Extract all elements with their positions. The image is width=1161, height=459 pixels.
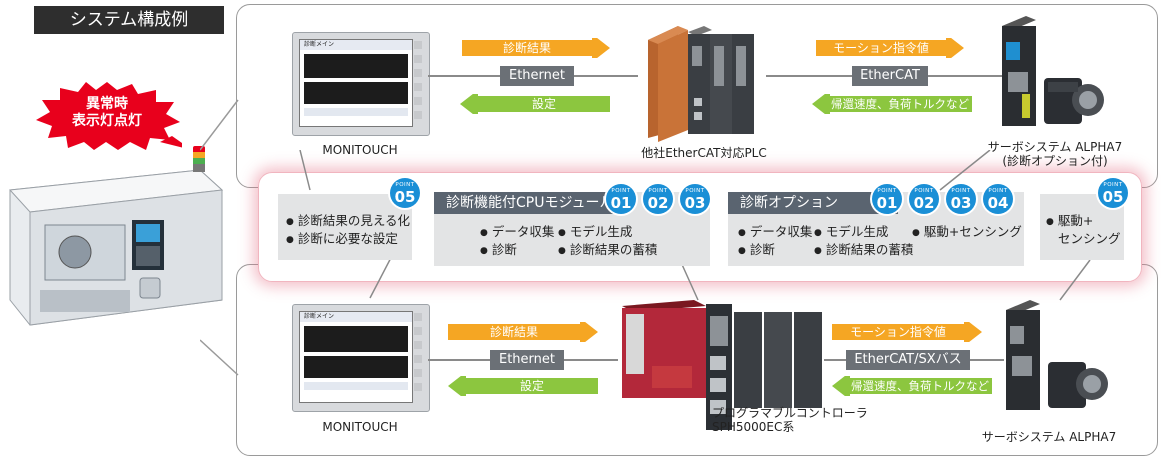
- bus-ethercat-sx-bottom: EtherCAT/SXバス: [846, 350, 970, 370]
- point-badge-option-03: POINT 03: [946, 184, 976, 214]
- point-caption: POINT: [877, 188, 897, 194]
- arrow-motion-cmd-bottom: モーション指令値: [832, 322, 982, 342]
- point-caption: POINT: [951, 188, 971, 194]
- point-caption: POINT: [914, 188, 934, 194]
- option-feature-item: 診断結果の蓄積: [814, 241, 914, 260]
- cpu-feature-item: 診断結果の蓄積: [558, 241, 658, 260]
- point-caption: POINT: [611, 188, 631, 194]
- point-badge-option-02: POINT 02: [909, 184, 939, 214]
- option-feature-item: モデル生成: [814, 223, 889, 242]
- signal-tower-icon: [193, 146, 205, 172]
- point-number: 01: [876, 194, 898, 212]
- bus-ethernet-bottom: Ethernet: [490, 350, 564, 370]
- point-caption: POINT: [1103, 182, 1123, 188]
- hmi-feature-item: 診断に必要な設定: [286, 230, 398, 249]
- arrow-motion-cmd-bottom-label: モーション指令値: [850, 325, 946, 339]
- servo-label-top-line2: (診断オプション付): [1002, 154, 1108, 168]
- arrow-diag-result-bottom: 診断結果: [448, 322, 598, 342]
- option-feature-item: データ収集: [738, 223, 813, 242]
- point-number: 03: [684, 194, 706, 212]
- hmi-label-bottom: MONITOUCH: [322, 420, 398, 434]
- plc-label-top: 他社EtherCAT対応PLC: [641, 146, 767, 160]
- arrow-diag-result-top-label: 診断結果: [502, 41, 551, 55]
- point-badge-drive: POINT 05: [1098, 178, 1128, 208]
- plc-label-bottom-line1: プログラマブルコントローラ: [712, 406, 868, 420]
- drive-feature-item: 駆動+: [1046, 212, 1093, 231]
- option-feature-item: 駆動+センシング: [912, 223, 1022, 242]
- servo-device-bottom: [1000, 296, 1110, 416]
- bus-ethernet-top: Ethernet: [500, 66, 574, 86]
- point-badge-option-01: POINT 01: [872, 184, 902, 214]
- arrow-setting-bottom: 設定: [448, 376, 598, 396]
- point-number: 01: [610, 194, 632, 212]
- cpu-feature-item: データ収集: [480, 223, 555, 242]
- arrow-diag-result-bottom-label: 診断結果: [489, 325, 538, 339]
- point-number: 05: [1102, 188, 1124, 206]
- arrow-feedback-top: 帰還速度、負荷トルクなど: [812, 94, 972, 114]
- plc-device-bottom: [612, 296, 824, 432]
- point-number: 03: [950, 194, 972, 212]
- plc-label-bottom: プログラマブルコントローラ SPH5000EC系: [712, 406, 892, 434]
- servo-device-top: [996, 12, 1106, 132]
- hmi-screen-title: 診断メイン: [300, 312, 412, 322]
- diag-option-header: 診断オプション: [728, 192, 898, 214]
- arrow-motion-cmd-top-label: モーション指令値: [833, 41, 929, 55]
- hmi-device-top: 診断メイン: [292, 32, 430, 136]
- option-feature-item: 診断: [738, 241, 775, 260]
- bus-ethercat-top: EtherCAT: [852, 66, 928, 86]
- cpu-feature-item: 診断: [480, 241, 517, 260]
- machine-connector-lines: [200, 99, 239, 376]
- point-number: 05: [394, 188, 416, 206]
- plc-device-top: [636, 18, 766, 142]
- arrow-setting-top-label: 設定: [531, 97, 556, 111]
- plc-label-bottom-line2: SPH5000EC系: [712, 420, 795, 434]
- point-badge-cpu-02: POINT 02: [643, 184, 673, 214]
- hmi-feature-item: 診断結果の見える化: [286, 212, 410, 231]
- machine-tool-illustration: [0, 150, 230, 330]
- point-caption: POINT: [685, 188, 705, 194]
- alarm-callout-line1: 異常時: [86, 96, 128, 112]
- point-number: 02: [913, 194, 935, 212]
- point-caption: POINT: [648, 188, 668, 194]
- point-badge-hmi: POINT 05: [390, 178, 420, 208]
- arrow-setting-top: 設定: [460, 94, 610, 114]
- servo-label-top: サーボシステム ALPHA7 (診断オプション付): [980, 140, 1130, 168]
- alarm-callout-line2: 表示灯点灯: [72, 113, 142, 129]
- cpu-module-header: 診断機能付CPUモジュール: [434, 192, 624, 214]
- hmi-label-top: MONITOUCH: [322, 143, 398, 157]
- point-number: 02: [647, 194, 669, 212]
- arrow-setting-bottom-label: 設定: [519, 379, 544, 393]
- point-caption: POINT: [395, 182, 415, 188]
- hmi-screen-title: 診断メイン: [300, 40, 412, 50]
- servo-label-bottom: サーボシステム ALPHA7: [981, 430, 1117, 444]
- arrow-diag-result-top: 診断結果: [462, 38, 610, 58]
- point-badge-cpu-03: POINT 03: [680, 184, 710, 214]
- point-badge-option-04: POINT 04: [983, 184, 1013, 214]
- arrow-feedback-top-label: 帰還速度、負荷トルクなど: [831, 97, 969, 111]
- cpu-feature-item: モデル生成: [558, 223, 633, 242]
- hmi-features-box: 診断結果の見える化 診断に必要な設定: [278, 194, 412, 260]
- arrow-motion-cmd-top: モーション指令値: [816, 38, 964, 58]
- page-title: システム構成例: [34, 6, 224, 34]
- point-caption: POINT: [988, 188, 1008, 194]
- arrow-feedback-bottom-label: 帰還速度、負荷トルクなど: [851, 379, 989, 393]
- drive-feature-item-cont: センシング: [1058, 231, 1121, 246]
- servo-label-top-line1: サーボシステム ALPHA7: [987, 140, 1123, 154]
- point-badge-cpu-01: POINT 01: [606, 184, 636, 214]
- arrow-feedback-bottom: 帰還速度、負荷トルクなど: [832, 376, 992, 396]
- point-number: 04: [987, 194, 1009, 212]
- hmi-device-bottom: 診断メイン: [292, 304, 430, 412]
- alarm-callout: 異常時 表示灯点灯: [32, 80, 182, 152]
- cpu-module-box: 診断機能付CPUモジュール データ収集 モデル生成 診断 診断結果の蓄積: [434, 192, 710, 266]
